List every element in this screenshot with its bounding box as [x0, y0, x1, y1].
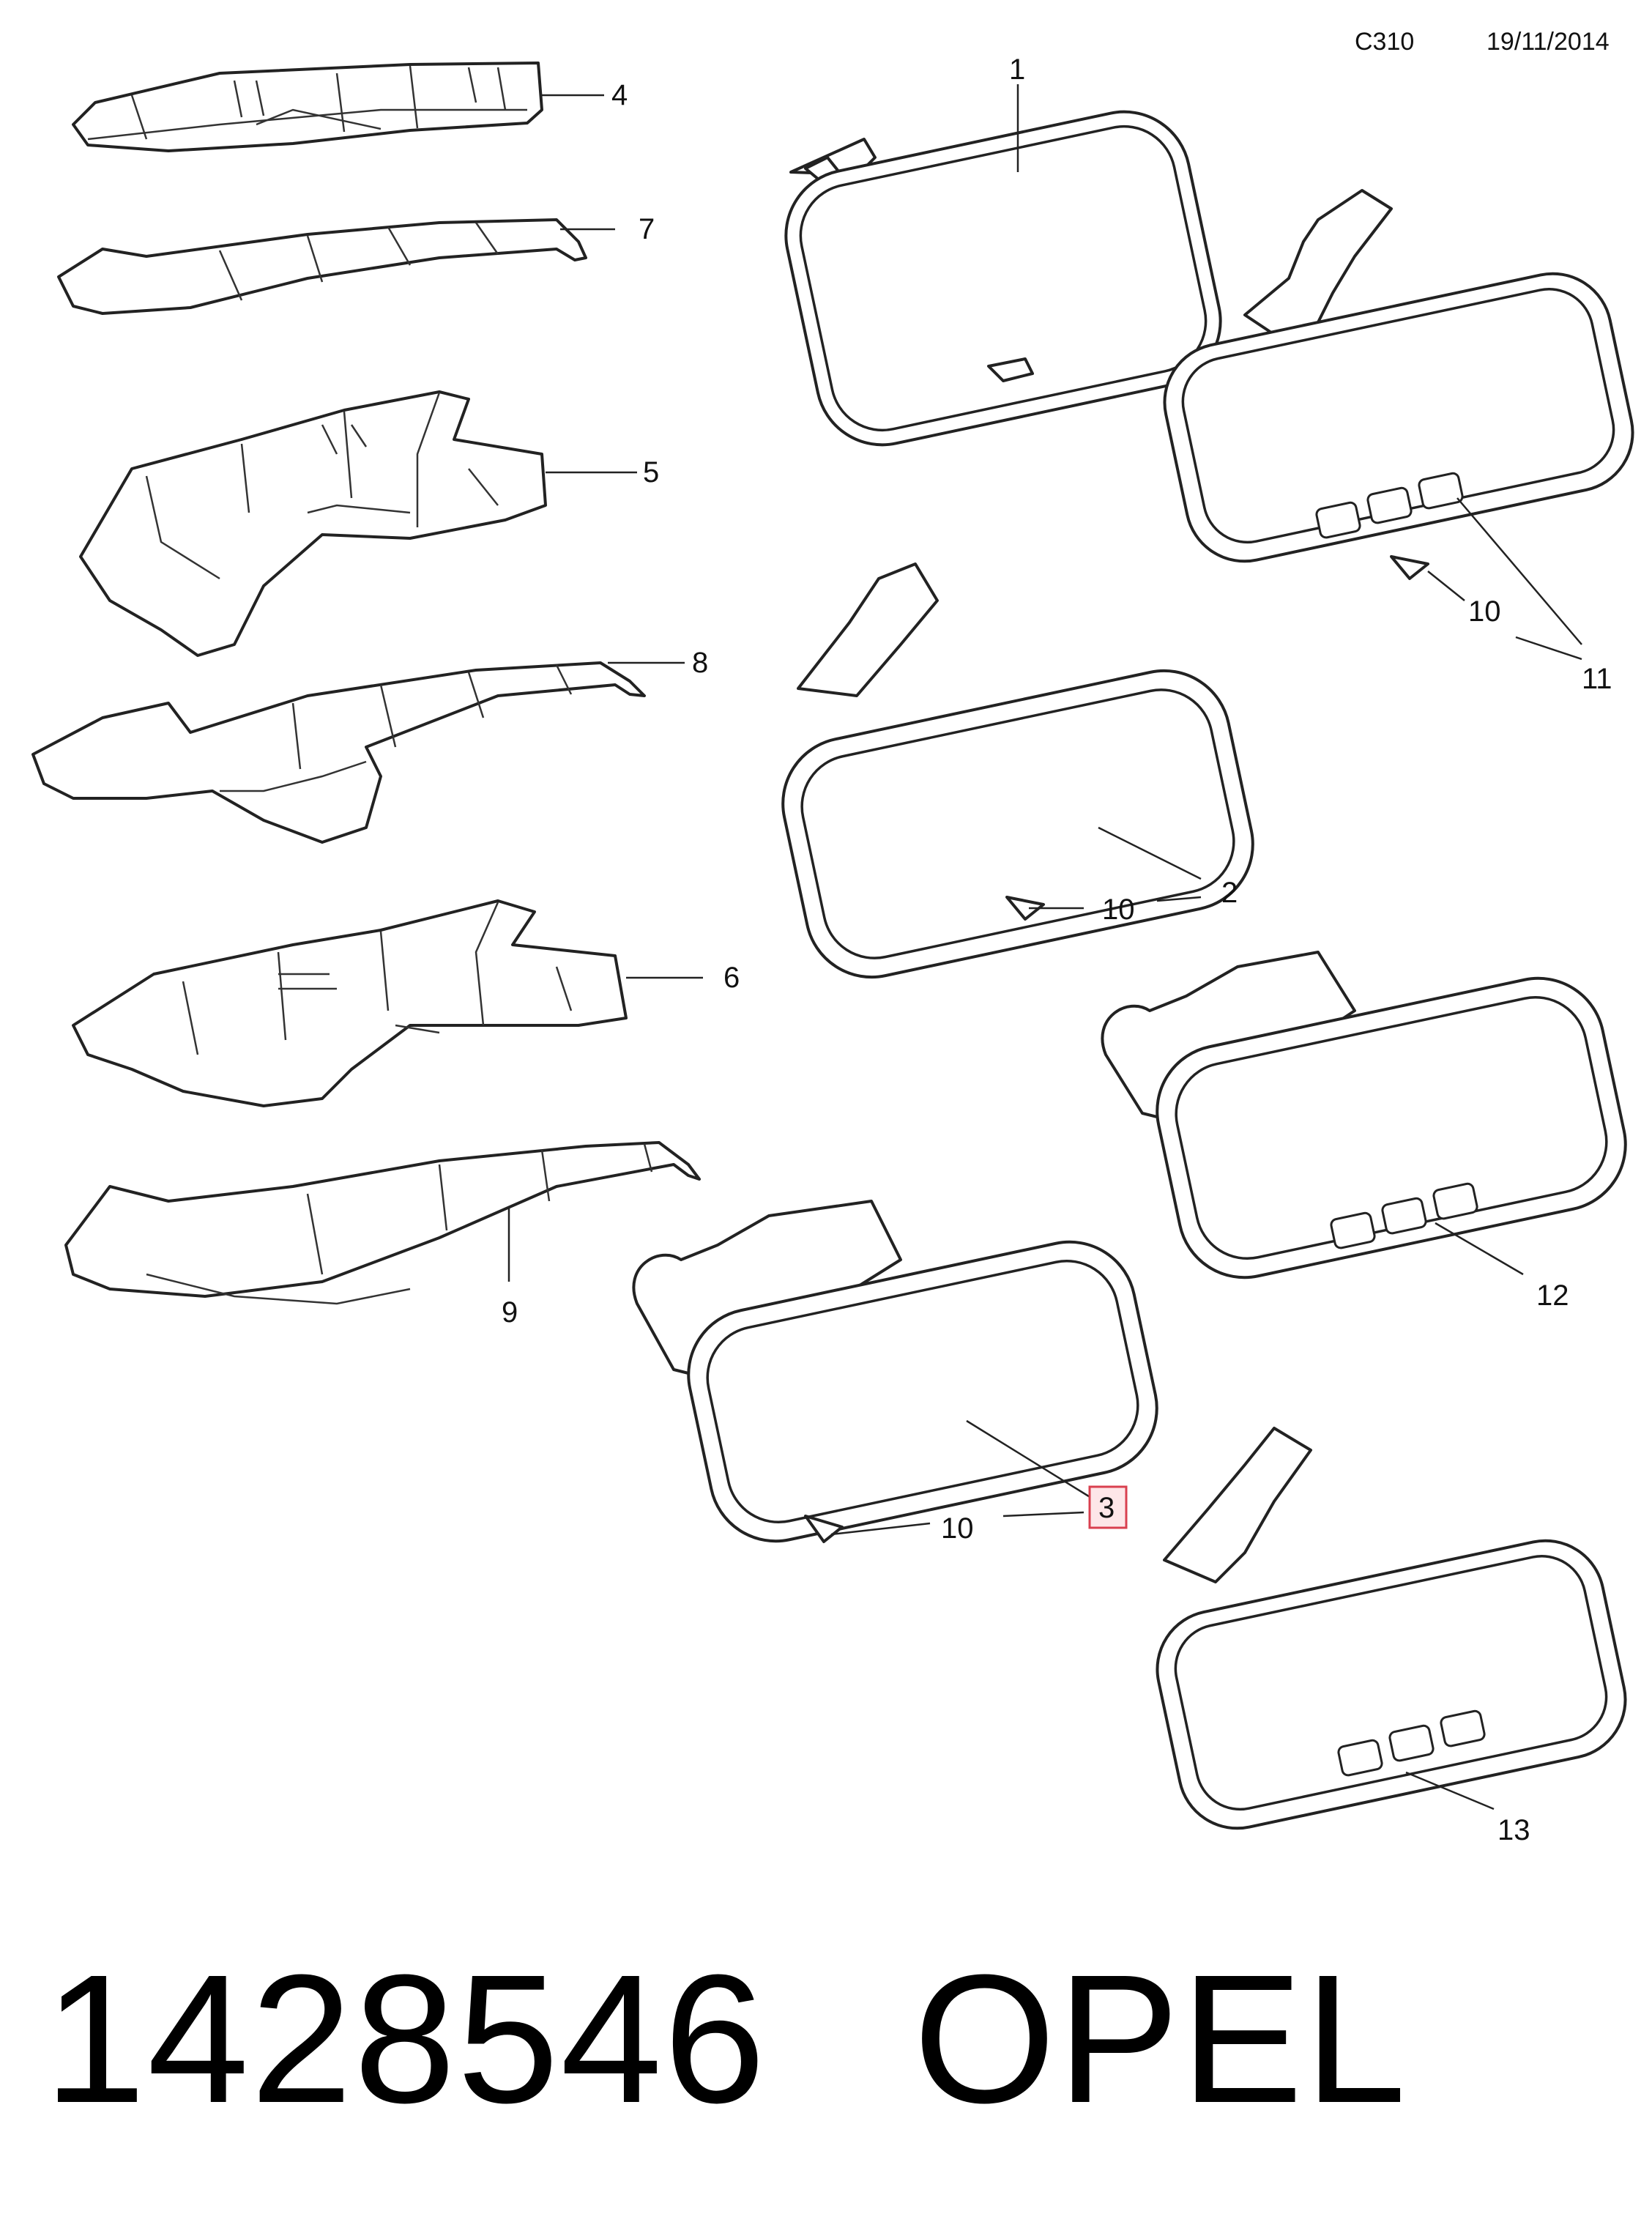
cover-part-5[interactable]: [79, 390, 547, 657]
callout-10b: 10: [1102, 894, 1135, 926]
callout-10a: 10: [1468, 595, 1501, 628]
callout-13: 13: [1497, 1814, 1530, 1846]
callout-10c: 10: [941, 1512, 974, 1545]
mirror-part-2[interactable]: [770, 562, 1265, 989]
cover-part-8[interactable]: [31, 661, 646, 844]
leader-2a: [1098, 826, 1202, 880]
callout-3-highlight: [1088, 1485, 1128, 1529]
callout-2: 2: [1221, 877, 1238, 909]
mirror-part-12[interactable]: [1101, 951, 1637, 1290]
cover-part-4[interactable]: [72, 62, 543, 152]
callout-7: 7: [639, 213, 655, 245]
diagram-code: C310: [1355, 28, 1415, 56]
leader-11a: [1456, 497, 1582, 645]
callout-11: 11: [1582, 663, 1612, 695]
part-number: 1428546: [44, 1936, 767, 2141]
footer: 1428546 OPEL: [44, 1934, 1407, 2144]
mirror-part-13[interactable]: [1147, 1427, 1637, 1839]
mirror-part-11[interactable]: [1154, 189, 1644, 580]
diagram-date: 19/11/2014: [1487, 28, 1610, 56]
cover-part-9[interactable]: [64, 1141, 701, 1305]
callout-4: 4: [611, 79, 628, 111]
leader-10a: [1427, 571, 1465, 601]
callout-12: 12: [1536, 1279, 1569, 1312]
leader-10c: [830, 1522, 931, 1536]
cover-part-7[interactable]: [57, 218, 587, 315]
leader-11b: [1515, 636, 1582, 661]
leader-12: [1435, 1222, 1524, 1276]
callout-6: 6: [723, 962, 740, 994]
leader-2b: [1156, 896, 1202, 902]
mirror-part-1[interactable]: [774, 100, 1233, 457]
callout-8: 8: [692, 647, 708, 679]
callout-9: 9: [502, 1296, 518, 1329]
callout-3[interactable]: 3: [1098, 1492, 1115, 1524]
brand-name: OPEL: [913, 1936, 1408, 2141]
cover-part-6[interactable]: [72, 899, 628, 1107]
callout-1: 1: [1009, 53, 1025, 86]
callout-5: 5: [643, 456, 659, 489]
leader-3a: [966, 1419, 1092, 1499]
leader-3b: [1002, 1511, 1084, 1518]
leader-13: [1405, 1771, 1495, 1810]
